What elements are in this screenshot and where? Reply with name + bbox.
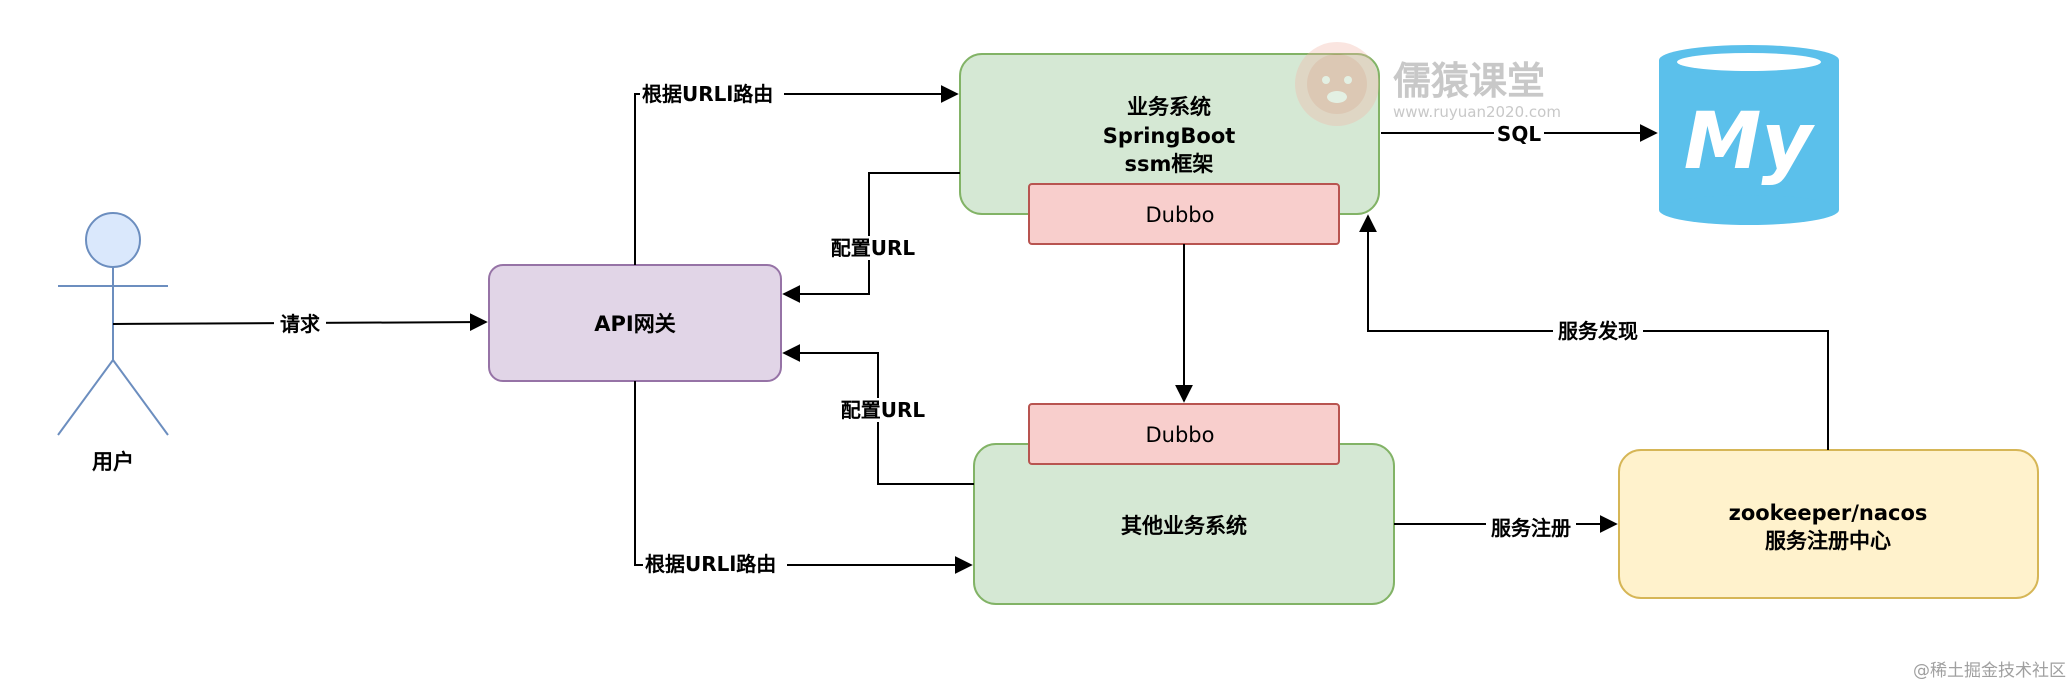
ruyuan-logo-icon — [1295, 42, 1379, 126]
edge-config-top — [782, 172, 960, 303]
watermark-url: www.ruyuan2020.com — [1393, 103, 1561, 121]
edge-config-bottom-label: 配置URL — [841, 398, 926, 422]
edge-discovery-label: 服务发现 — [1558, 319, 1638, 343]
watermark-brand: 儒猿课堂 — [1393, 59, 1545, 103]
user-label: 用户 — [92, 450, 134, 474]
business-system-ssm: ssm框架 — [1125, 152, 1214, 176]
edge-request-label: 请求 — [280, 312, 321, 336]
user-actor — [57, 212, 169, 436]
edge-route-bottom — [634, 381, 973, 574]
mysql-logo-text: My — [1684, 97, 1816, 187]
dubbo-bottom-label: Dubbo — [1146, 423, 1215, 447]
dubbo-bottom-box — [1028, 403, 1340, 465]
business-system-framework: SpringBoot — [1103, 124, 1236, 148]
mysql-database-icon — [1659, 45, 1839, 225]
edge-register-label: 服务注册 — [1491, 516, 1571, 540]
edge-sql-label: SQL — [1497, 122, 1541, 146]
edge-route-top-label: 根据URLl路由 — [642, 82, 773, 106]
business-system-title: 业务系统 — [1127, 95, 1211, 119]
other-system-label: 其他业务系统 — [1121, 514, 1247, 538]
footer-watermark: @稀土掘金技术社区 — [1913, 661, 2066, 681]
registry-subtitle: 服务注册中心 — [1765, 529, 1891, 553]
registry-title: zookeeper/nacos — [1729, 501, 1928, 525]
api-gateway-label: API网关 — [594, 312, 675, 336]
edge-route-bottom-label: 根据URLl路由 — [645, 552, 776, 576]
edge-route-top — [634, 85, 959, 265]
edge-config-top-label: 配置URL — [831, 236, 916, 260]
dubbo-top-label: Dubbo — [1146, 203, 1215, 227]
